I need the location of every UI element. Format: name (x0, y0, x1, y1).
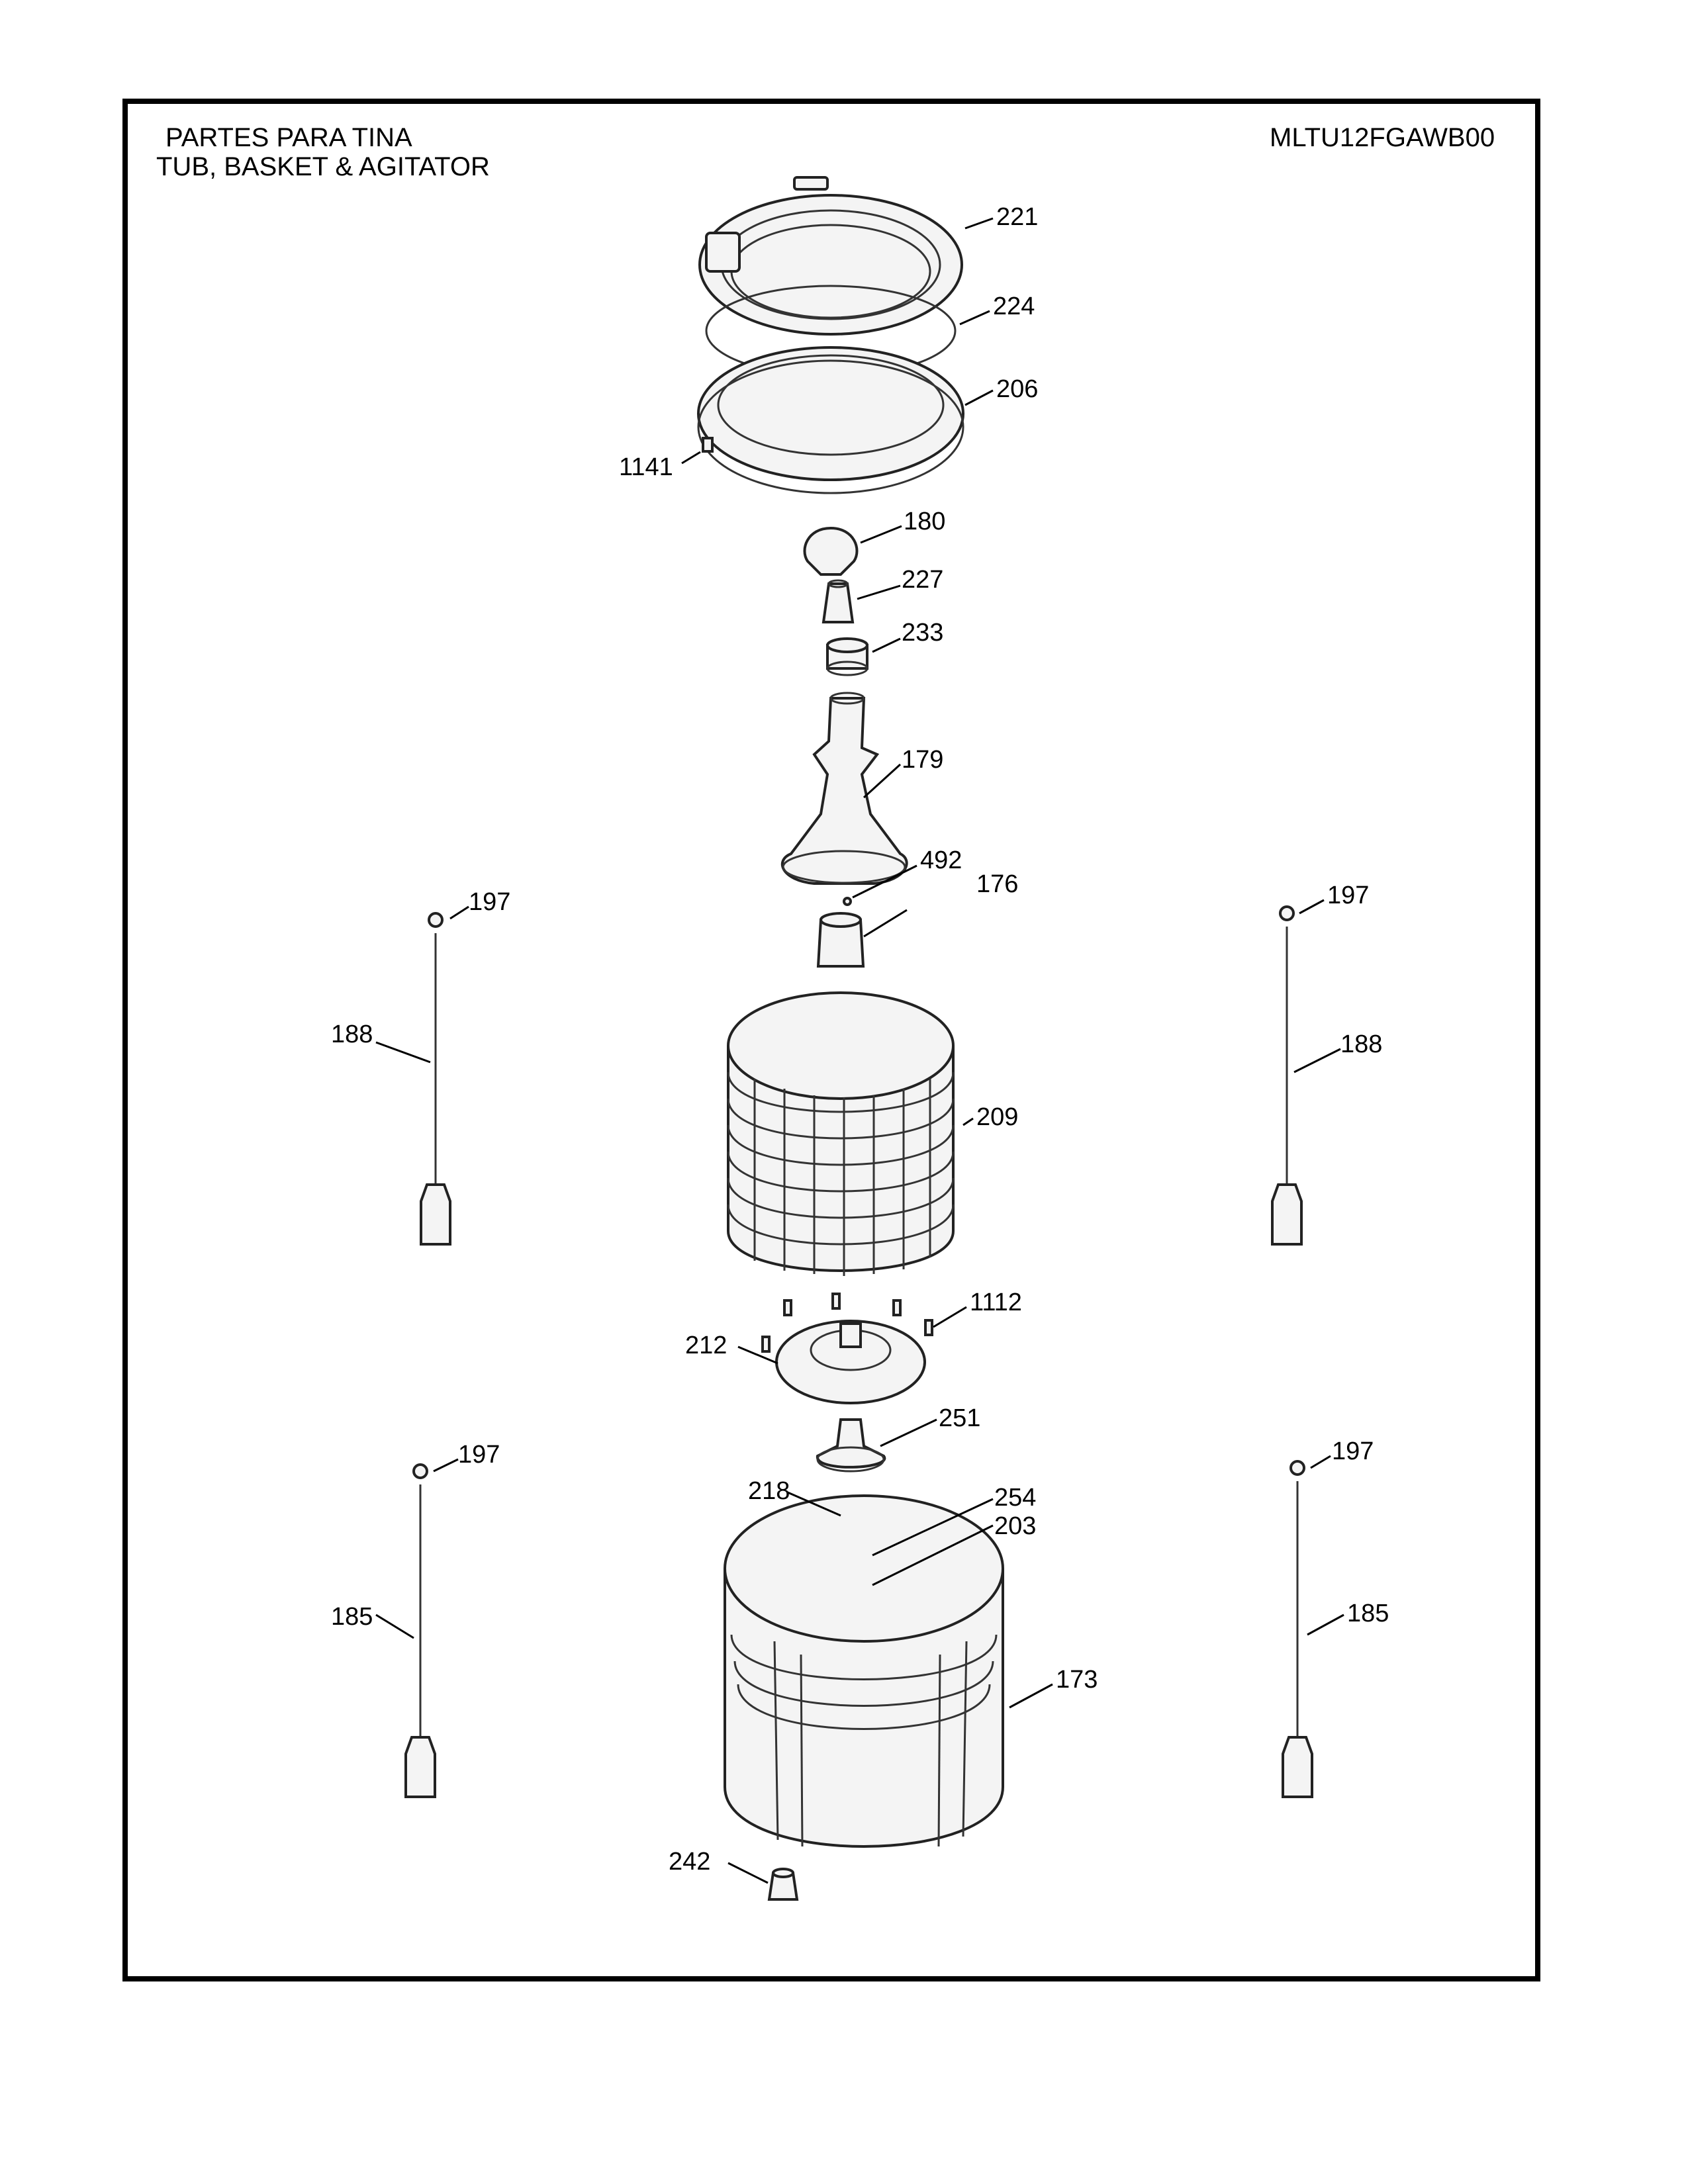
title-english: TUB, BASKET & AGITATOR (156, 152, 490, 181)
part-176-coupling[interactable] (816, 912, 865, 968)
callout-203: 203 (994, 1512, 1036, 1540)
callout-173: 173 (1056, 1666, 1098, 1694)
callout-180: 180 (904, 508, 945, 535)
callout-492: 492 (920, 846, 962, 874)
callout-227: 227 (902, 566, 943, 594)
callout-188-right: 188 (1340, 1030, 1382, 1058)
part-221-tub-cover[interactable] (698, 176, 963, 336)
part-180-agitator-cap[interactable] (803, 526, 859, 576)
diagram-frame (122, 99, 1540, 1981)
part-233-cup[interactable] (826, 637, 868, 676)
part-188-suspension-rod-right[interactable] (1271, 905, 1303, 1246)
part-1112-screws[interactable] (761, 1293, 933, 1353)
part-185-suspension-rod-right[interactable] (1282, 1460, 1313, 1798)
callout-185-right: 185 (1347, 1600, 1389, 1627)
callout-188-left: 188 (331, 1021, 373, 1048)
callout-206: 206 (996, 375, 1038, 403)
part-1141-screw[interactable] (702, 437, 714, 453)
callout-209: 209 (976, 1103, 1018, 1131)
part-227-cone[interactable] (821, 579, 855, 623)
callout-185-left: 185 (331, 1603, 373, 1631)
callout-197-lower-left: 197 (458, 1441, 500, 1469)
callout-221: 221 (996, 203, 1038, 231)
part-206-balance-ring[interactable] (697, 346, 964, 494)
callout-218: 218 (748, 1477, 790, 1505)
callout-197-lower-right: 197 (1332, 1437, 1374, 1465)
callout-251: 251 (939, 1404, 980, 1432)
callout-233: 233 (902, 619, 943, 647)
part-492-pin[interactable] (843, 897, 852, 906)
callout-176: 176 (976, 870, 1018, 898)
callout-212: 212 (685, 1332, 727, 1359)
leader-lines (375, 217, 1344, 1884)
callout-1141: 1141 (619, 453, 673, 481)
callout-197-upper-left: 197 (469, 888, 510, 916)
part-251-drive-hub[interactable] (816, 1418, 886, 1473)
part-185-suspension-rod-left[interactable] (404, 1463, 436, 1798)
part-188-suspension-rod-left[interactable] (420, 912, 451, 1246)
part-212-hub-plate[interactable] (775, 1320, 926, 1404)
callout-179: 179 (902, 746, 943, 774)
part-242-foot[interactable] (767, 1868, 799, 1901)
callout-254: 254 (994, 1484, 1036, 1512)
part-173-outer-tub[interactable] (724, 1494, 1004, 1848)
part-179-agitator[interactable] (780, 692, 908, 885)
callout-197-upper-right: 197 (1327, 882, 1369, 909)
callout-242: 242 (669, 1848, 710, 1876)
part-209-wash-basket[interactable] (727, 991, 955, 1276)
callout-1112: 1112 (970, 1289, 1022, 1316)
title-spanish: PARTES PARA TINA (165, 123, 412, 152)
model-number: MLTU12FGAWB00 (1270, 123, 1495, 152)
callout-224: 224 (993, 293, 1035, 320)
